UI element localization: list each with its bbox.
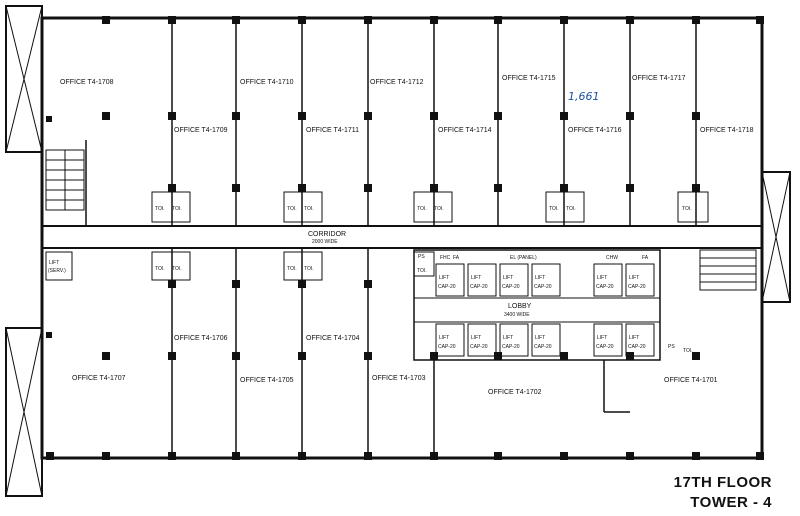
lobby-label: LOBBY	[508, 303, 532, 310]
office-label: OFFICE T4-1716	[568, 127, 622, 134]
lift-capacity: CAP-20	[502, 284, 520, 290]
window-bay-right	[761, 171, 791, 303]
office-label: OFFICE T4-1711	[306, 127, 359, 134]
office-label: OFFICE T4-1718	[700, 127, 754, 134]
toilet-label: TOI.	[683, 348, 693, 354]
toilet-label: TOI.	[682, 206, 692, 212]
toilet-label: TOI.	[287, 266, 297, 272]
toilet-label: TOI.	[304, 266, 314, 272]
lift-label: LIFT	[629, 275, 639, 281]
ps-label: PS	[668, 344, 675, 350]
office-label: OFFICE T4-1708	[60, 79, 114, 86]
stair-right	[699, 249, 757, 291]
lift-label: LIFT	[597, 275, 607, 281]
toilet-label: TOI.	[566, 206, 576, 212]
corridor-width: 2000 WIDE	[312, 239, 338, 245]
office-label: OFFICE T4-1710	[240, 79, 294, 86]
lobby-width: 3400 WIDE	[504, 312, 530, 318]
office-label: OFFICE T4-1706	[174, 335, 228, 342]
lift-capacity: CAP-20	[596, 284, 614, 290]
fhc-label: FHC	[440, 255, 451, 261]
lift-label: LIFT	[439, 275, 449, 281]
toilet-label: TOI.	[155, 266, 165, 272]
handwritten-area-note: 1,661	[568, 90, 600, 103]
lift-capacity: CAP-20	[438, 284, 456, 290]
office-label: OFFICE T4-1714	[438, 127, 492, 134]
office-label: OFFICE T4-1715	[502, 75, 556, 82]
lift-label: LIFT	[439, 335, 449, 341]
office-label: OFFICE T4-1712	[370, 79, 424, 86]
office-label: OFFICE T4-1703	[372, 375, 426, 382]
office-label: OFFICE T4-1704	[306, 335, 360, 342]
floor-title: 17TH FLOOR	[673, 474, 772, 491]
structural-columns	[46, 16, 764, 460]
lift-label: LIFT	[535, 335, 545, 341]
toilet-label: TOI.	[434, 206, 444, 212]
stair-left	[45, 149, 85, 211]
office-label: OFFICE T4-1709	[174, 127, 228, 134]
lift-capacity: CAP-20	[438, 344, 456, 350]
lift-capacity: CAP-20	[534, 284, 552, 290]
lift-capacity: CAP-20	[628, 284, 646, 290]
lift-label: LIFT	[471, 275, 481, 281]
toilet-label: TOI.	[155, 206, 165, 212]
corridor-label: CORRIDOR	[308, 231, 346, 238]
panel-label: EL (PANEL)	[510, 255, 537, 261]
toilet-blocks-top	[151, 191, 709, 223]
service-lift-label: LIFT	[49, 260, 59, 266]
toilet-label: TOI.	[417, 268, 427, 274]
lift-label: LIFT	[471, 335, 481, 341]
office-label: OFFICE T4-1717	[632, 75, 686, 82]
office-label: OFFICE T4-1702	[488, 389, 542, 396]
tower-title: TOWER - 4	[690, 494, 772, 511]
toilet-label: TOI.	[287, 206, 297, 212]
office-label: OFFICE T4-1701	[664, 377, 718, 384]
office-label: OFFICE T4-1707	[72, 375, 126, 382]
lift-capacity: CAP-20	[502, 344, 520, 350]
chw-label: CHW	[606, 255, 618, 261]
office-label: OFFICE T4-1705	[240, 377, 294, 384]
lobby-core	[413, 249, 661, 361]
lift-label: LIFT	[597, 335, 607, 341]
lift-label: LIFT	[535, 275, 545, 281]
lift-shafts	[45, 251, 655, 357]
fa-label: FA	[642, 255, 649, 261]
toilet-blocks-bottom	[151, 251, 435, 281]
toilet-label: TOI.	[417, 206, 427, 212]
lift-capacity: CAP-20	[628, 344, 646, 350]
toilet-label: TOI.	[172, 206, 182, 212]
ps-label: PS	[418, 254, 425, 260]
service-lift-sub: (SERV.)	[48, 268, 66, 274]
toilet-label: TOI.	[304, 206, 314, 212]
top-partitions	[85, 18, 697, 226]
lift-label: LIFT	[503, 275, 513, 281]
toilet-label: TOI.	[549, 206, 559, 212]
window-bay-bottom-left	[5, 327, 43, 497]
window-bay-top-left	[5, 5, 43, 153]
lift-capacity: CAP-20	[470, 344, 488, 350]
lift-capacity: CAP-20	[534, 344, 552, 350]
lift-capacity: CAP-20	[470, 284, 488, 290]
toilet-label: TOI.	[172, 266, 182, 272]
lift-capacity: CAP-20	[596, 344, 614, 350]
lift-label: LIFT	[629, 335, 639, 341]
fa-label: FA	[453, 255, 460, 261]
lift-label: LIFT	[503, 335, 513, 341]
